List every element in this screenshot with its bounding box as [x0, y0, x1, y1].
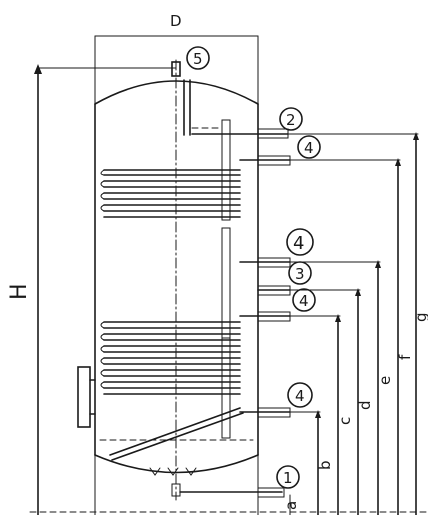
- dim-f-arrow: [395, 158, 401, 166]
- connection-2-marker: [279, 107, 303, 131]
- dim-h-label: H: [7, 283, 32, 300]
- connection-4-mid: 4: [239, 228, 314, 268]
- dim-g-label: g: [412, 312, 428, 322]
- dim-e-arrow: [375, 260, 381, 268]
- connection-4-bottom-marker: [287, 382, 313, 408]
- dim-a-label: a: [282, 501, 300, 510]
- connection-1-end: [257, 487, 285, 498]
- upper-coil-turn: [103, 169, 241, 218]
- dim-d-label: d: [356, 400, 374, 410]
- connection-5: 5: [171, 46, 210, 136]
- lower-coil: [100, 321, 244, 461]
- connection-4-bottom: 4: [239, 382, 313, 418]
- connection-4-top-marker: [297, 135, 321, 159]
- connection-2: 2: [191, 107, 303, 139]
- dim-h-arrow: [34, 64, 42, 74]
- connection-4-lower-marker: [292, 288, 316, 312]
- connection-5-nozzle: [171, 61, 181, 77]
- dim-c-arrow: [335, 314, 341, 322]
- dim-f-label: f: [396, 354, 414, 360]
- lower-coil-turn: [103, 321, 241, 395]
- dim-f: f: [289, 158, 414, 515]
- connection-4-bottom-label: 4: [295, 387, 305, 405]
- side-flange: [77, 366, 91, 428]
- dim-b: b: [289, 410, 334, 515]
- dim-d: d: [289, 288, 374, 515]
- dim-e-label: e: [376, 376, 394, 385]
- upper-coil-ends: [100, 169, 105, 212]
- dim-g: g: [287, 132, 428, 515]
- connection-4-lower-label: 4: [299, 292, 309, 310]
- connection-1: 1: [171, 465, 300, 498]
- upper-coil: [100, 169, 241, 218]
- connection-4-top: 4: [239, 135, 321, 166]
- dim-d-arrow: [355, 288, 361, 296]
- connection-1-nozzle: [171, 483, 181, 497]
- dim-g-arrow: [413, 132, 419, 140]
- connection-5-label: 5: [193, 50, 203, 68]
- connection-1-label: 1: [283, 469, 293, 487]
- connection-4-mid-marker: [286, 228, 314, 256]
- lower-coil-ends: [100, 321, 105, 389]
- dim-label-d: D: [170, 12, 182, 30]
- tank-bottom-dome: [94, 454, 259, 474]
- dim-c: c: [289, 314, 354, 515]
- connection-5-marker: [186, 46, 210, 70]
- connection-2-label: 2: [286, 111, 296, 129]
- connection-3-label: 3: [295, 265, 305, 283]
- dim-b-label: b: [316, 460, 334, 470]
- dim-e: e: [289, 260, 394, 515]
- bottom-diffuser: [149, 467, 197, 476]
- connection-1-marker: [276, 465, 300, 489]
- dim-c-label: c: [336, 417, 354, 425]
- lower-coil-return: [109, 407, 244, 461]
- connection-4-mid-label: 4: [293, 233, 304, 254]
- connection-4-top-label: 4: [304, 139, 314, 157]
- dim-h: H: [7, 64, 177, 515]
- dim-b-arrow: [315, 410, 321, 418]
